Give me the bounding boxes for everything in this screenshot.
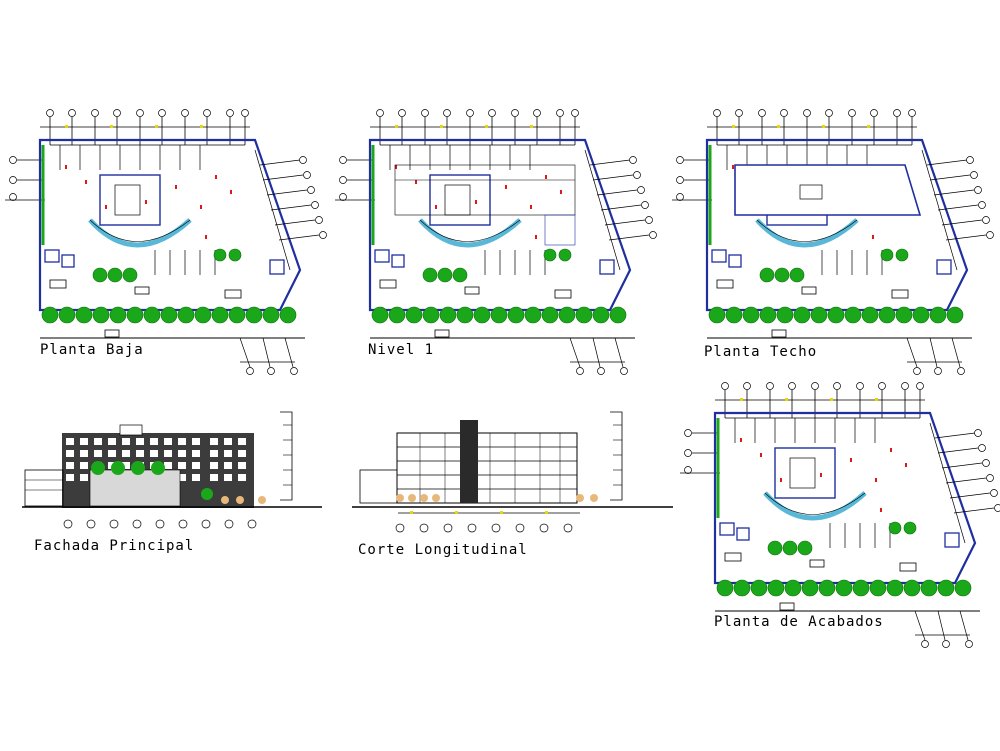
- nivel-1-drawing: [335, 110, 657, 375]
- planta-acabados-drawing: [680, 383, 1000, 648]
- fachada-principal-drawing: [22, 411, 322, 529]
- planta-techo-drawing: [672, 110, 994, 375]
- nivel-1-interior: [394, 164, 576, 246]
- label-fachada-principal: Fachada Principal: [34, 538, 195, 554]
- label-planta-techo: Planta Techo: [704, 344, 818, 360]
- label-planta-acabados: Planta de Acabados: [714, 614, 884, 630]
- label-nivel-1: Nivel 1: [368, 342, 435, 358]
- corte-longitudinal-drawing: [352, 411, 673, 533]
- label-corte-longitudinal: Corte Longitudinal: [358, 542, 528, 558]
- planta-baja-drawing: [5, 110, 327, 375]
- label-planta-baja: Planta Baja: [40, 342, 144, 358]
